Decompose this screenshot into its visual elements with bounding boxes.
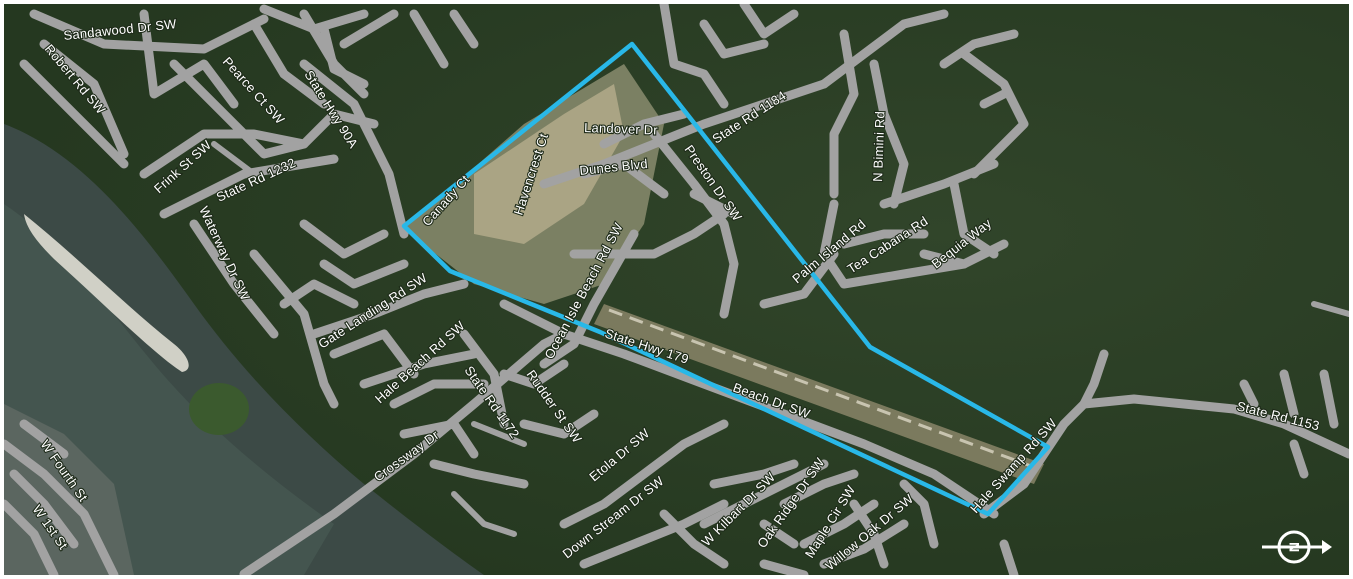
sandy-site [474, 84, 624, 244]
airstrip [594, 304, 1044, 484]
study-area-boundary[interactable] [401, 41, 1051, 517]
road-network [4, 4, 1349, 575]
sandbar [24, 214, 189, 372]
map-canvas[interactable]: Sandawood Dr SW Robert Rd SW Pearce Ct S… [4, 4, 1349, 575]
label-nbimini: N Bimini Rd [870, 111, 887, 182]
airstrip-runway [608, 308, 1040, 471]
label-landover: Landover Dr [584, 120, 659, 138]
marsh-island [189, 383, 249, 435]
north-letter: N [1286, 542, 1302, 552]
map-view[interactable]: Sandawood Dr SW Robert Rd SW Pearce Ct S… [4, 4, 1349, 575]
north-arrow-icon: N [1262, 530, 1332, 564]
